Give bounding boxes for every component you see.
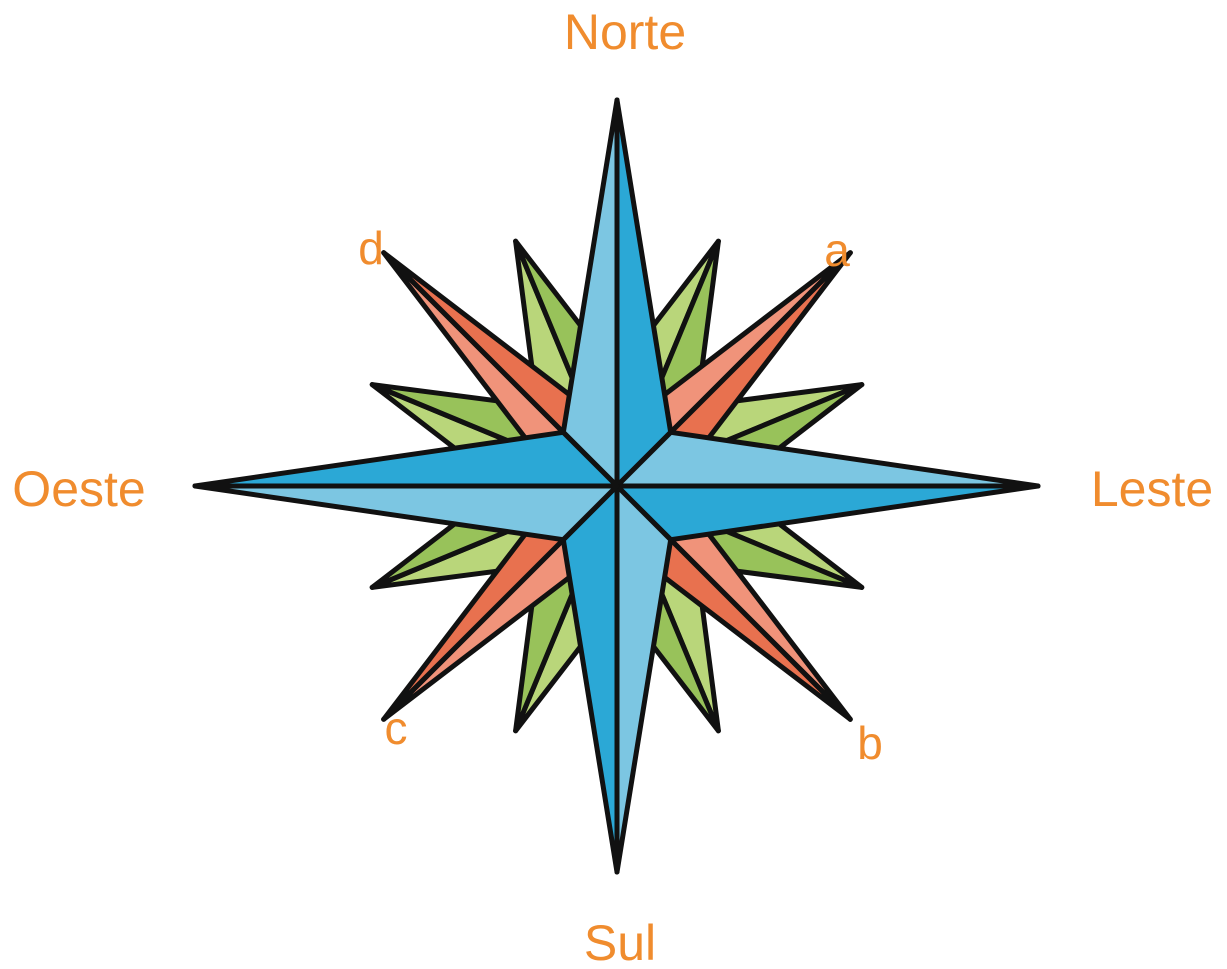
- label-west: Oeste: [12, 461, 145, 517]
- cardinal-point-180-left-half: [617, 486, 671, 872]
- cardinal-point-270-left-half: [195, 486, 617, 540]
- label-a: a: [824, 224, 850, 276]
- cardinal-point-270-right-half: [195, 432, 617, 486]
- cardinal-points: [195, 100, 1038, 872]
- label-d: d: [358, 222, 384, 274]
- cardinal-point-90-left-half: [617, 432, 1038, 486]
- cardinal-point-0-right-half: [617, 100, 671, 486]
- label-south: Sul: [584, 915, 656, 969]
- cardinal-point-90-right-half: [617, 486, 1038, 540]
- label-north: Norte: [564, 4, 686, 60]
- label-east: Leste: [1091, 461, 1213, 517]
- cardinal-point-180-right-half: [563, 486, 617, 872]
- label-b: b: [857, 717, 883, 769]
- label-c: c: [385, 702, 408, 754]
- cardinal-point-0-left-half: [563, 100, 617, 486]
